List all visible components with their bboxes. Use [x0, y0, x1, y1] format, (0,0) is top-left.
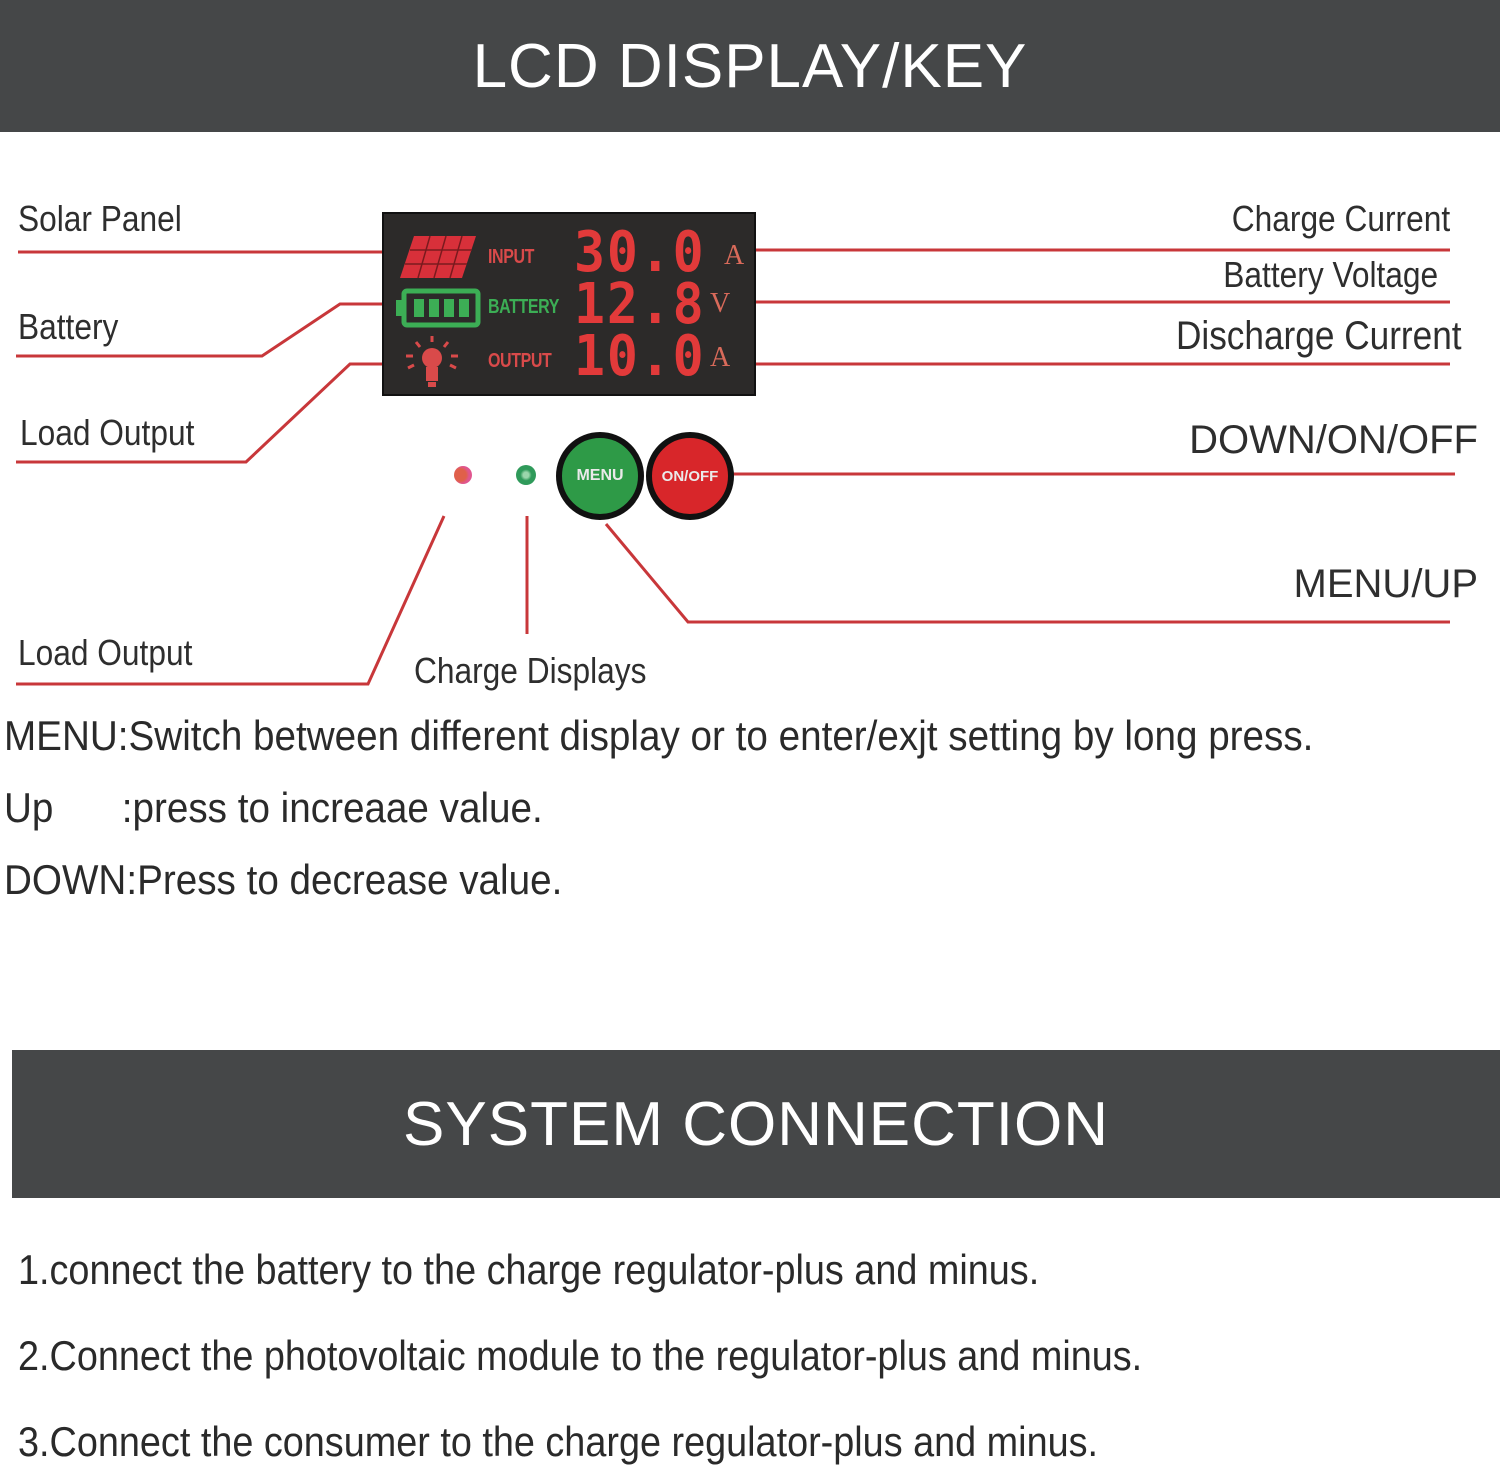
label-battery-voltage: Battery Voltage: [1223, 254, 1438, 295]
solar-panel-icon: [400, 236, 476, 278]
lcd-row-battery: BATTERY 12.8 V: [384, 272, 754, 337]
battery-icon: [396, 288, 481, 328]
key-name: Up: [4, 784, 54, 831]
charge-indicator-led: [516, 465, 536, 485]
section-title: LCD DISPLAY/KEY: [472, 31, 1028, 101]
lcd-unit-output: A: [710, 342, 731, 373]
label-menu-up: MENU/UP: [1293, 562, 1478, 606]
key-text: :press to increaae value.: [121, 784, 543, 831]
lcd-value-input: 30.0: [574, 220, 706, 285]
label-load-output: Load Output: [20, 412, 195, 453]
lcd-row-output: OUTPUT 10.0 A: [384, 324, 754, 389]
lcd-label-output: OUTPUT: [488, 350, 552, 372]
connection-step: 1.connect the battery to the charge regu…: [18, 1246, 1040, 1293]
lcd-unit-input: A: [724, 240, 745, 271]
on-off-button-label: ON/OFF: [661, 467, 719, 485]
label-down-on-off: DOWN/ON/OFF: [1189, 418, 1478, 462]
label-discharge-current: Discharge Current: [1176, 314, 1462, 358]
lcd-unit-battery: V: [710, 288, 731, 319]
lcd-label-battery: BATTERY: [488, 296, 559, 318]
connection-step: 2.Connect the photovoltaic module to the…: [18, 1332, 1143, 1379]
on-off-button[interactable]: ON/OFF: [646, 432, 734, 520]
lcd-row-input: INPUT 30.0 A: [384, 220, 754, 285]
key-text: :Press to decrease value.: [126, 856, 563, 903]
key-description-menu: MENU:Switch between different display or…: [4, 712, 1313, 760]
light-bulb-icon: [406, 336, 458, 387]
key-text: :Switch between different display or to …: [117, 712, 1314, 759]
label-charge-current: Charge Current: [1231, 198, 1450, 239]
section-title: SYSTEM CONNECTION: [403, 1089, 1109, 1159]
label-solar-panel: Solar Panel: [18, 198, 182, 239]
key-description-up: Up :press to increaae value.: [4, 784, 543, 832]
lcd-value-battery: 12.8: [574, 272, 706, 337]
key-name: MENU: [4, 712, 118, 759]
label-load-output-led: Load Output: [18, 632, 193, 673]
section-header-system-connection: SYSTEM CONNECTION: [12, 1050, 1500, 1198]
menu-button[interactable]: MENU: [556, 432, 644, 520]
load-output-led: [454, 466, 472, 484]
lcd-label-input: INPUT: [488, 246, 534, 268]
label-charge-displays: Charge Displays: [414, 650, 647, 691]
connection-step: 3.Connect the consumer to the charge reg…: [18, 1418, 1099, 1465]
section-header-lcd-display-key: LCD DISPLAY/KEY: [0, 0, 1500, 132]
key-description-down: DOWN:Press to decrease value.: [4, 856, 562, 904]
lcd-display: INPUT 30.0 A BATTERY 12.8 V OU: [382, 212, 756, 396]
menu-button-label: MENU: [576, 467, 624, 484]
lcd-value-output: 10.0: [574, 324, 706, 389]
key-name: DOWN: [4, 856, 127, 903]
label-battery: Battery: [18, 306, 119, 347]
